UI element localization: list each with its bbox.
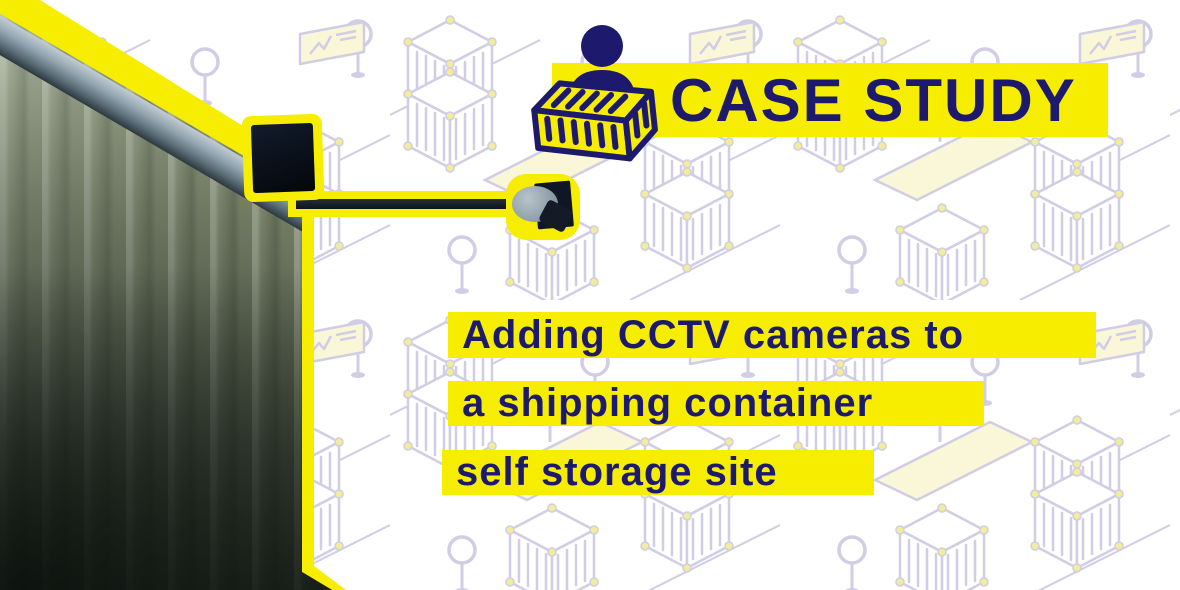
headline-line-2: a shipping container <box>448 381 984 426</box>
headline-line-3: self storage site <box>442 450 874 495</box>
case-study-label: CASE STUDY <box>670 66 1077 134</box>
camera-mounting-arm <box>296 199 544 209</box>
cctv-camera-icon <box>506 174 580 240</box>
person-with-shipping-container-icon <box>531 25 658 162</box>
floodlight-box <box>250 122 316 194</box>
headline-line-1: Adding CCTV cameras to <box>448 312 1096 358</box>
